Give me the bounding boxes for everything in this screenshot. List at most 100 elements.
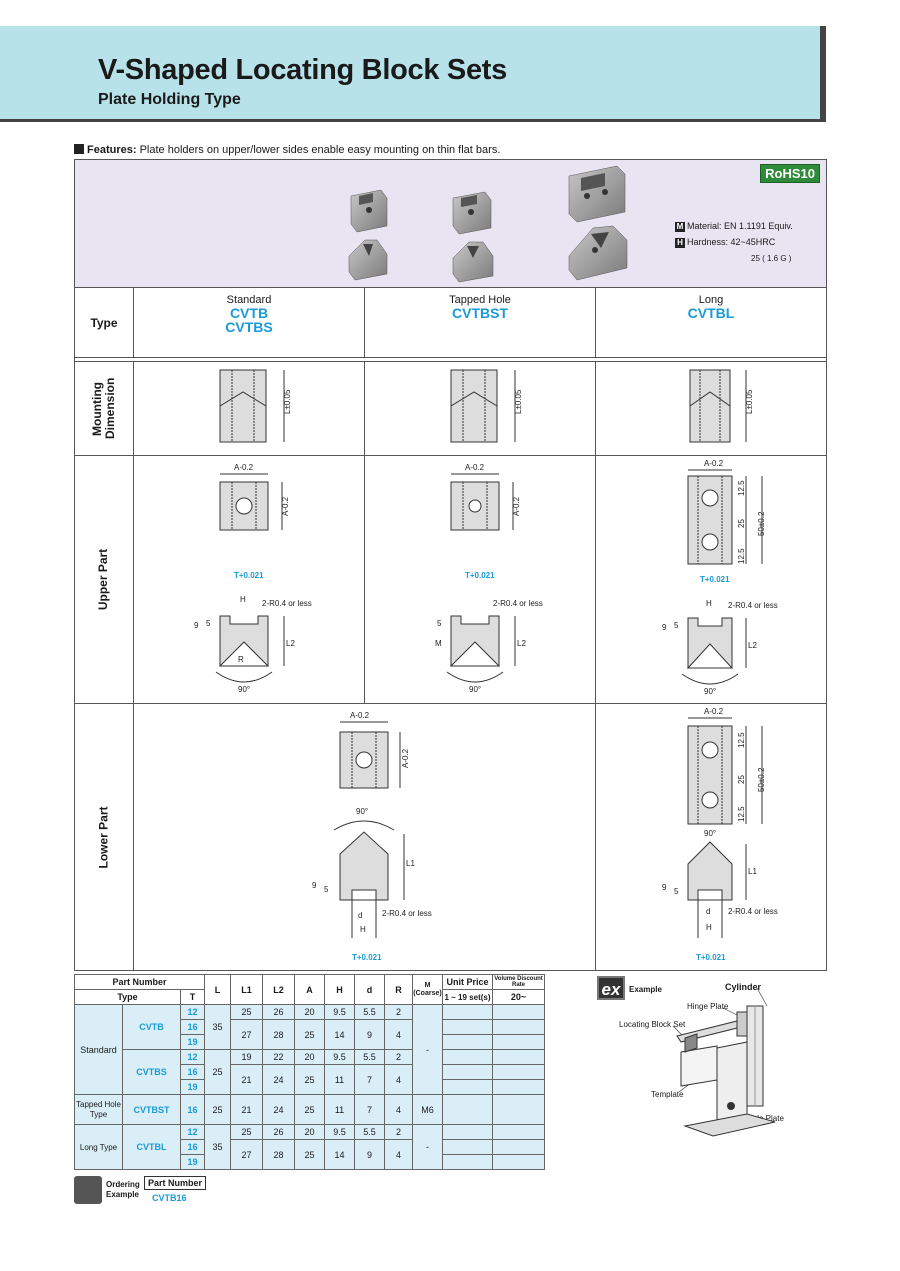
type-col-tapped: Tapped Hole CVTBST (365, 288, 596, 357)
upper-label: Upper Part (96, 548, 111, 611)
dim-9: 9 (662, 623, 667, 632)
dim-r-note: 2-R0.4 or less (493, 599, 543, 608)
th-unit-price: Unit Price (442, 974, 493, 990)
table-row: Standard CVTB 12 35 25 26 20 9.5 5.5 2 - (74, 1004, 545, 1095)
dim-a-vert: A-0.2 (281, 496, 290, 516)
cell-l2: 22 (262, 1049, 295, 1065)
material-key: M (675, 222, 685, 232)
th-a: A (294, 974, 325, 1005)
dim-9: 9 (312, 881, 317, 890)
dim-r-note: 2-R0.4 or less (728, 601, 778, 610)
upper-drawing: A-0.2 A-0.2 T+0.021 2-R0.4 or less L2 5 … (435, 463, 543, 694)
cell-t-16: 16 (181, 1065, 204, 1080)
cell-a: 20 (294, 1004, 325, 1020)
cell-price (442, 1154, 493, 1170)
cell-l: 25 (204, 1094, 231, 1125)
dim-a-vert: A-0.2 (401, 748, 410, 768)
cell-l1: 25 (230, 1004, 263, 1020)
dim-r-note: 2-R0.4 or less (728, 907, 778, 916)
cell-l2: 26 (262, 1124, 295, 1140)
th-h: H (324, 974, 355, 1005)
group-name: Standard (74, 1004, 123, 1095)
dim-d: d (358, 911, 362, 920)
lower-drawing: A-0.2 12.5 25 12.5 50±0.2 90° L1 9 5 (662, 707, 778, 962)
cell-vol (492, 1019, 545, 1035)
dim-a: A-0.2 (350, 711, 370, 720)
dim-90: 90° (469, 685, 481, 694)
dim-h: H (360, 925, 366, 934)
th-m-sub: (Coarse) (413, 989, 442, 997)
photo-cvtbst-lower (452, 241, 494, 283)
th-r: R (384, 974, 413, 1005)
cell-vol (492, 1079, 545, 1095)
ordering-pn-label: Part Number (144, 1176, 207, 1190)
cell-d: 9 (354, 1139, 385, 1170)
cell-r: 4 (384, 1019, 413, 1050)
hardness-text: Hardness: 42~45HRC (687, 237, 776, 247)
section-mounting: Mounting Dimension L±0.05 L±0.05 (75, 362, 826, 456)
upper-drawing: A-0.2 12.5 25 12.5 50±0.2 T+0.021 H 2-R0… (662, 459, 778, 696)
cell-l1: 19 (230, 1049, 263, 1065)
dim-25: 25 (737, 519, 746, 528)
dim-125: 12.5 (737, 732, 746, 748)
cell-l1: 21 (230, 1094, 263, 1125)
cell-price (442, 1049, 493, 1065)
dim-l2: L2 (748, 641, 757, 650)
mounting-cvtbst: L±0.05 (365, 362, 596, 455)
material-text: Material: EN 1.1191 Equiv. (687, 221, 793, 231)
cell-r: 4 (384, 1139, 413, 1170)
type-category: Tapped Hole (449, 294, 511, 306)
section-label-upper: Upper Part (75, 456, 134, 703)
cell-l1: 27 (230, 1139, 263, 1170)
cell-l: 35 (204, 1004, 231, 1050)
cell-l1: 25 (230, 1124, 263, 1140)
cell-price (442, 1004, 493, 1020)
type-col-long: Long CVTBL (596, 288, 826, 357)
table-row (75, 1154, 545, 1170)
type-code: CVTB (122, 1004, 181, 1050)
mounting-drawing: L±0.05 (689, 369, 754, 443)
cell-vol (492, 1004, 545, 1020)
dim-m: M (435, 639, 442, 648)
cell-t-16: 16 (181, 1020, 204, 1035)
table-row: Long Type CVTBL 12 35 25 26 20 9.5 5.5 2… (74, 1124, 545, 1170)
dim-l: L±0.05 (283, 389, 292, 414)
th-l: L (204, 974, 231, 1005)
callout-hinge: Hinge Plate (687, 1002, 729, 1011)
example-illustration (672, 987, 776, 1137)
cell-l2: 24 (262, 1094, 295, 1125)
cell-h: 9.5 (324, 1124, 355, 1140)
dim-r: R (238, 655, 244, 664)
ordering-label: Ordering Example (106, 1180, 140, 1199)
features-line: Features: Plate holders on upper/lower s… (74, 144, 500, 156)
cell-a: 25 (294, 1019, 325, 1050)
cell-l2: 26 (262, 1004, 295, 1020)
mounting-cvtb: L±0.05 (134, 362, 365, 455)
lower-long: A-0.2 12.5 25 12.5 50±0.2 90° L1 9 5 (596, 704, 826, 970)
cell-t: 16 (180, 1094, 205, 1125)
cell-l2: 24 (262, 1064, 295, 1095)
dim-a-vert: A-0.2 (512, 496, 521, 516)
type-code: CVTBL (687, 305, 735, 321)
dim-d: d (706, 907, 710, 916)
dim-90: 90° (704, 687, 716, 696)
phone-icon (74, 1176, 102, 1204)
table-row (75, 1079, 545, 1095)
cell-a: 25 (294, 1064, 325, 1095)
dim-t: T+0.021 (234, 571, 264, 580)
cell-d: 9 (354, 1019, 385, 1050)
th-unit-sub: 1 ~ 19 set(s) (442, 989, 493, 1005)
cell-r: 4 (384, 1094, 413, 1125)
photo-cvtbl-upper (568, 165, 626, 223)
dim-l: L±0.05 (745, 389, 754, 414)
type-row: Type Standard CVTB CVTBS Tapped Hole CVT… (75, 288, 826, 358)
cell-d: 5.5 (354, 1124, 385, 1140)
ex-badge: ex (597, 976, 625, 1000)
th-l2: L2 (262, 974, 295, 1005)
features-label: Features: (87, 144, 137, 156)
cell-h: 14 (324, 1139, 355, 1170)
type-code: CVTBS (225, 319, 273, 335)
spec-table: Part Number L L1 L2 A H d R M(Coarse) Un… (74, 974, 545, 1170)
